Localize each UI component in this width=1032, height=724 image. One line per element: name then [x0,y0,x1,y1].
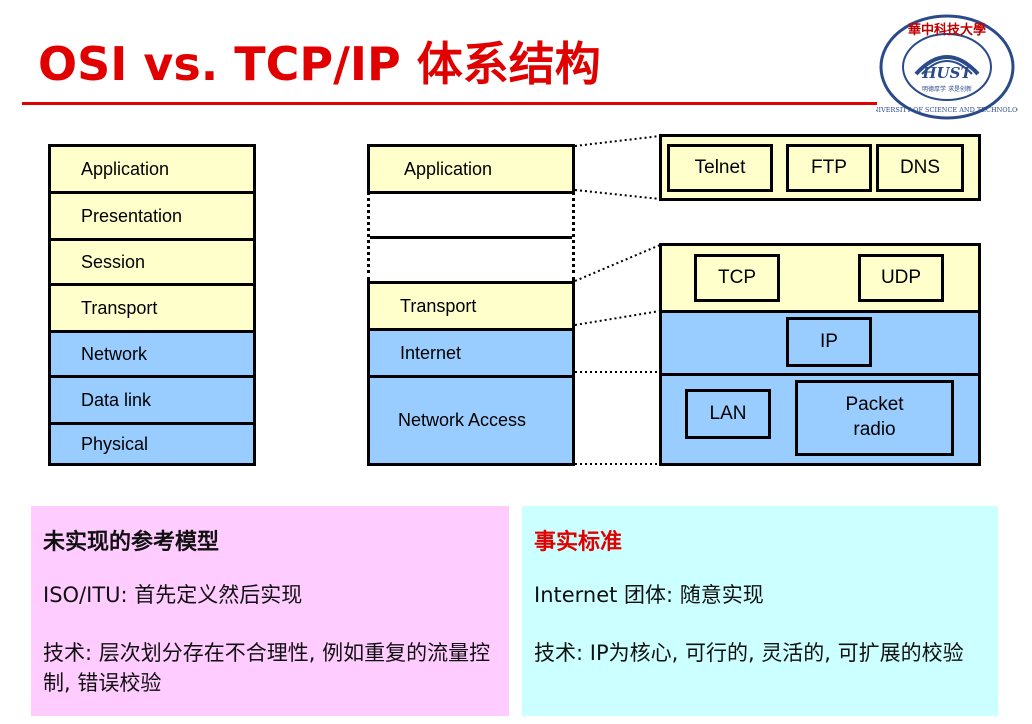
tcpip-layer-network-access: Network Access [370,378,572,463]
osi-layer-application: Application [51,147,253,191]
osi-layer-network: Network [51,333,253,375]
osi-layer-physical: Physical [51,425,253,463]
tcpip-stack: Application Transport Internet Network A… [367,144,575,466]
tcpip-layer-transport: Transport [370,284,572,328]
left-panel-line2: 技术: 层次划分存在不合理性, 例如重复的流量控制, 错误校验 [43,641,491,695]
right-panel-line1: Internet 团体: 随意实现 [534,583,764,607]
title-underline [22,102,877,105]
osi-layer-session: Session [51,241,253,283]
left-panel-line1: ISO/ITU: 首先定义然后实现 [43,583,303,607]
right-panel: 事实标准 Internet 团体: 随意实现 技术: IP为核心, 可行的, 灵… [522,506,998,716]
svg-text:華中科技大學: 華中科技大學 [908,22,986,38]
protocol-dns: DNS [876,144,964,192]
left-panel: 未实现的参考模型 ISO/ITU: 首先定义然后实现 技术: 层次划分存在不合理… [31,506,509,716]
protocol-lan: LAN [685,389,771,439]
tcpip-layer-application: Application [370,147,572,191]
right-panel-heading: 事实标准 [534,530,623,555]
left-panel-heading: 未实现的参考模型 [43,530,220,555]
osi-layer-data-link: Data link [51,378,253,422]
protocol-packet-radio: Packet radio [795,380,954,456]
protocol-tcp: TCP [694,254,780,302]
protocol-ftp: FTP [786,144,872,192]
osi-stack: Application Presentation Session Transpo… [48,144,256,466]
svg-text:HUST: HUST [921,64,973,82]
tcpip-layer-internet: Internet [370,331,572,375]
right-panel-line2: 技术: IP为核心, 可行的, 灵活的, 可扩展的校验 [534,641,964,665]
svg-text:UNIVERSITY OF SCIENCE AND TECH: UNIVERSITY OF SCIENCE AND TECHNOLOGY [876,106,1018,114]
svg-text:明德厚学 求是创新: 明德厚学 求是创新 [922,85,972,93]
protocol-ip: IP [786,317,872,367]
protocol-udp: UDP [858,254,944,302]
protocol-telnet: Telnet [667,144,773,192]
osi-layer-presentation: Presentation [51,194,253,238]
university-logo: 華中科技大學 UNIVERSITY OF SCIENCE AND TECHNOL… [876,14,1018,120]
page-title: OSI vs. TCP/IP 体系结构 [38,37,601,91]
osi-layer-transport: Transport [51,286,253,330]
